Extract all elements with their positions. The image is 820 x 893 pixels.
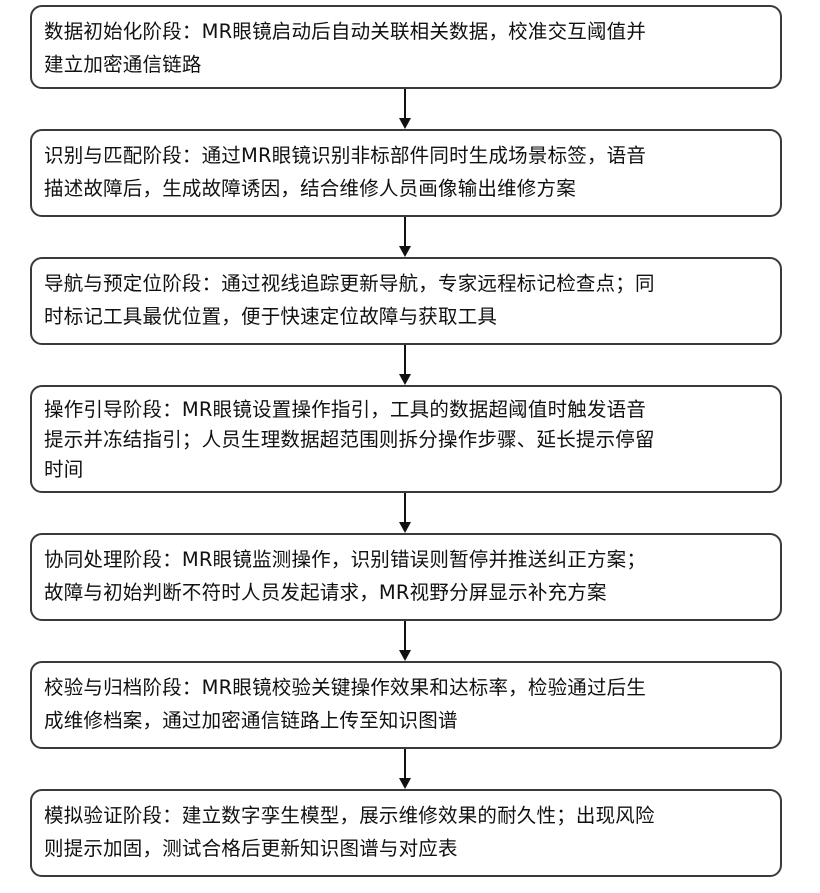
step-5-collaborative-processing: 协同处理阶段：MR眼镜监测操作，识别错误则暂停并推送纠正方案； 故障与初始判断不… <box>30 533 782 621</box>
step-1-data-initialization: 数据初始化阶段：MR眼镜启动后自动关联相关数据，校准交互阈值并 建立加密通信链路 <box>30 5 782 89</box>
step-text-line: 时标记工具最优位置，便于快速定位故障与获取工具 <box>44 300 768 333</box>
step-text-line: 校验与归档阶段：MR眼镜校验关键操作效果和达标率，检验通过后生 <box>44 671 768 704</box>
step-6-verification-archiving: 校验与归档阶段：MR眼镜校验关键操作效果和达标率，检验通过后生 成维修档案，通过… <box>30 661 782 749</box>
step-text-line: 数据初始化阶段：MR眼镜启动后自动关联相关数据，校准交互阈值并 <box>44 15 768 48</box>
step-text-line: 操作引导阶段：MR眼镜设置操作指引，工具的数据超阈值时触发语音 <box>44 395 768 425</box>
step-text-line: 导航与预定位阶段：通过视线追踪更新导航，专家远程标记检查点；同 <box>44 267 768 300</box>
step-text-line: 协同处理阶段：MR眼镜监测操作，识别错误则暂停并推送纠正方案； <box>44 543 768 576</box>
step-text-line: 故障与初始判断不符时人员发起请求，MR视野分屏显示补充方案 <box>44 576 768 609</box>
step-4-operation-guidance: 操作引导阶段：MR眼镜设置操作指引，工具的数据超阈值时触发语音 提示并冻结指引；… <box>30 385 782 493</box>
step-text-line: 描述故障后，生成故障诱因，结合维修人员画像输出维修方案 <box>44 172 768 205</box>
step-text-line: 模拟验证阶段：建立数字孪生模型，展示维修效果的耐久性；出现风险 <box>44 799 768 832</box>
step-text-line: 提示并冻结指引；人员生理数据超范围则拆分操作步骤、延长提示停留 <box>44 425 768 455</box>
step-2-identification-matching: 识别与匹配阶段：通过MR眼镜识别非标部件同时生成场景标签，语音 描述故障后，生成… <box>30 129 782 217</box>
step-3-navigation-prepositioning: 导航与预定位阶段：通过视线追踪更新导航，专家远程标记检查点；同 时标记工具最优位… <box>30 257 782 345</box>
step-text-line: 则提示加固，测试合格后更新知识图谱与对应表 <box>44 832 768 865</box>
step-text-line: 成维修档案，通过加密通信链路上传至知识图谱 <box>44 704 768 737</box>
step-text-line: 时间 <box>44 455 768 485</box>
step-7-simulation-validation: 模拟验证阶段：建立数字孪生模型，展示维修效果的耐久性；出现风险 则提示加固，测试… <box>30 789 782 877</box>
step-text-line: 建立加密通信链路 <box>44 48 768 81</box>
step-text-line: 识别与匹配阶段：通过MR眼镜识别非标部件同时生成场景标签，语音 <box>44 139 768 172</box>
